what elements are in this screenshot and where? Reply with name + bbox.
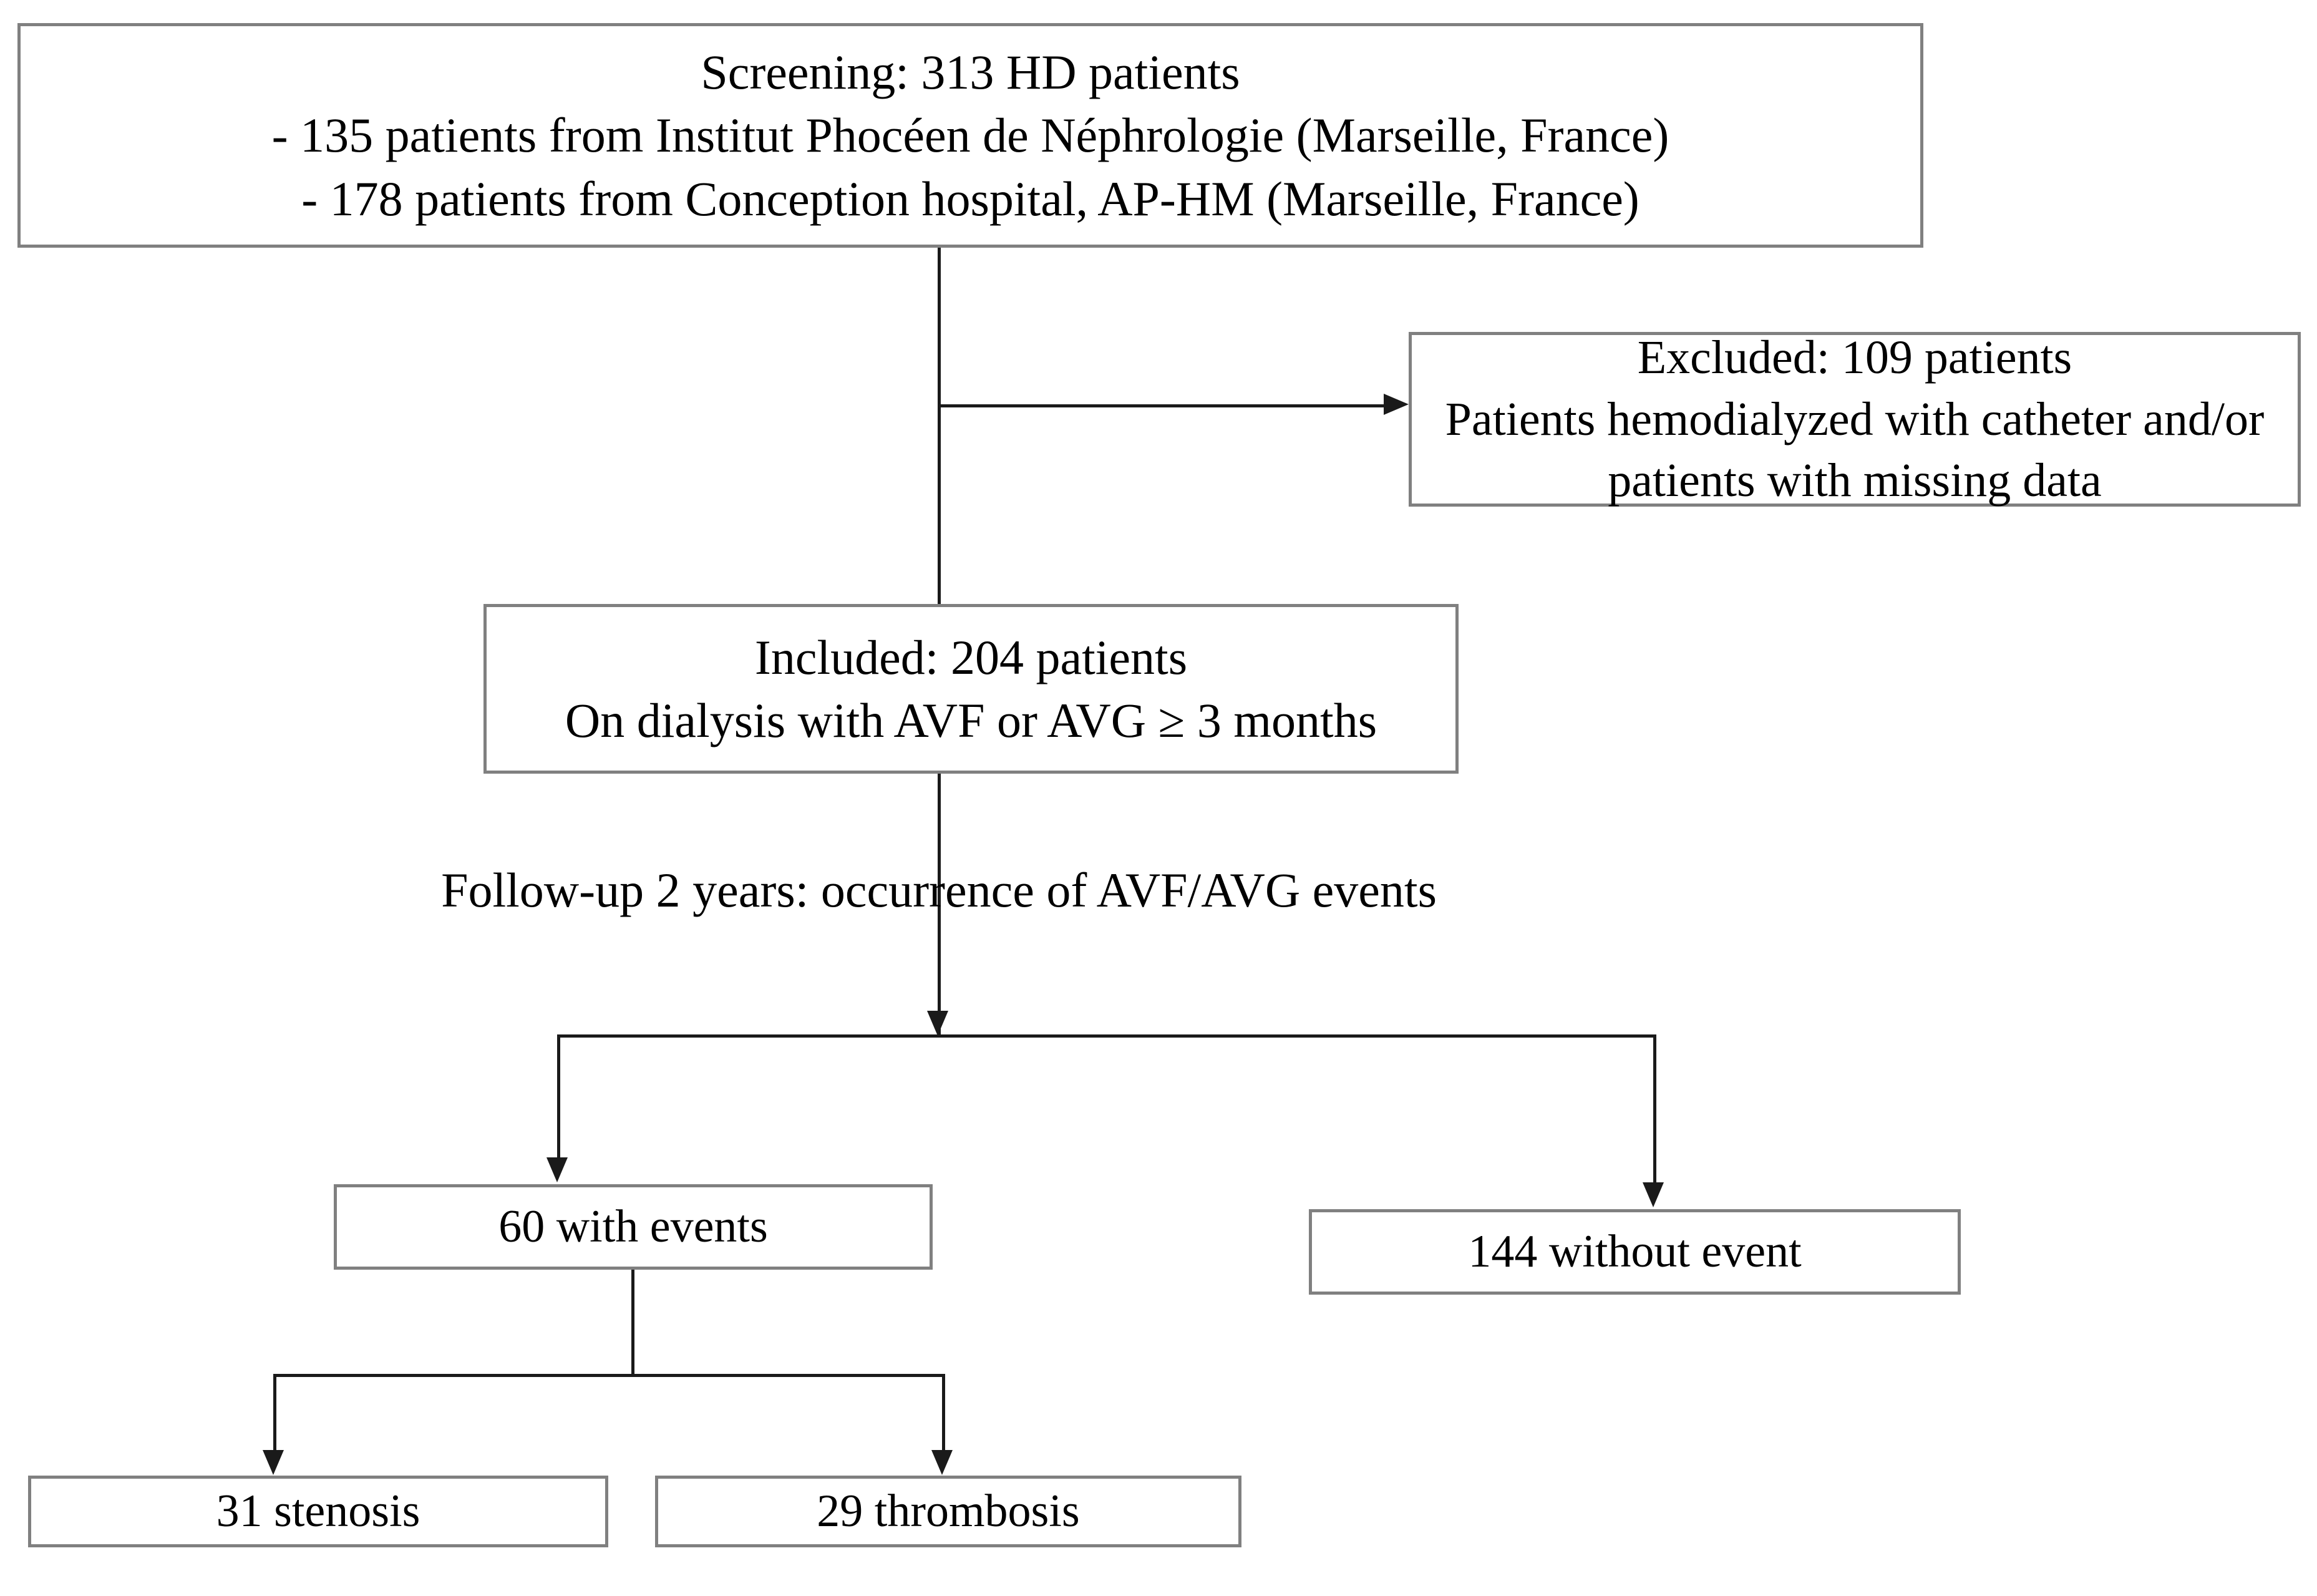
node-without-event: 144 without event xyxy=(1309,1209,1961,1295)
connector-screening-to-included xyxy=(938,248,941,604)
connector-screening-to-excluded xyxy=(938,404,1387,407)
connector-to-stenosis xyxy=(273,1374,276,1452)
connector-events-to-split xyxy=(631,1270,634,1376)
node-thrombosis-label: 29 thrombosis xyxy=(817,1486,1080,1537)
node-included-line-2: On dialysis with AVF or AVG ≥ 3 months xyxy=(565,693,1377,747)
arrowhead-right-icon xyxy=(1384,394,1409,415)
connector-included-to-split xyxy=(938,774,941,1036)
node-excluded-line-2: Patients hemodialyzed with catheter and/… xyxy=(1445,392,2265,445)
node-excluded-line-3: patients with missing data xyxy=(1608,454,2102,507)
node-without-event-label: 144 without event xyxy=(1468,1226,1802,1278)
connector-to-thrombosis xyxy=(942,1374,945,1452)
connector-split-bar-events xyxy=(557,1034,1656,1038)
arrowhead-down-icon xyxy=(1643,1182,1664,1207)
arrowhead-down-icon xyxy=(546,1157,568,1182)
node-thrombosis: 29 thrombosis xyxy=(655,1476,1241,1547)
arrowhead-down-icon xyxy=(263,1450,284,1475)
node-screening: Screening: 313 HD patients - 135 patient… xyxy=(17,23,1923,248)
connector-split-bar-event-types xyxy=(273,1374,945,1377)
node-stenosis-label: 31 stenosis xyxy=(216,1486,420,1537)
node-included: Included: 204 patients On dialysis with … xyxy=(483,604,1459,774)
node-stenosis: 31 stenosis xyxy=(28,1476,608,1547)
connector-to-without-event xyxy=(1653,1034,1656,1184)
node-included-line-1: Included: 204 patients xyxy=(754,630,1188,684)
node-screening-line-2: - 135 patients from Institut Phocéen de … xyxy=(271,108,1669,163)
node-excluded: Excluded: 109 patients Patients hemodial… xyxy=(1409,331,2301,507)
node-excluded-line-1: Excluded: 109 patients xyxy=(1637,331,2072,384)
arrowhead-down-icon xyxy=(931,1450,953,1475)
arrowhead-down-icon xyxy=(927,1011,948,1036)
node-with-events-label: 60 with events xyxy=(498,1201,768,1253)
node-screening-line-3: - 178 patients from Conception hospital,… xyxy=(301,171,1639,226)
caption-followup: Follow-up 2 years: occurrence of AVF/AVG… xyxy=(441,863,1437,917)
connector-to-with-events xyxy=(557,1034,560,1159)
node-screening-line-1: Screening: 313 HD patients xyxy=(701,44,1240,99)
node-with-events: 60 with events xyxy=(334,1184,933,1270)
